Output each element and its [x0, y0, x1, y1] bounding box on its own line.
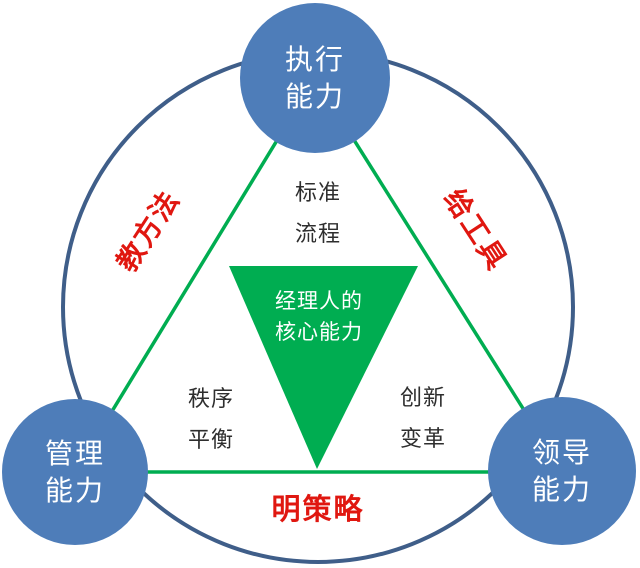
inner-label-process: 流程 [294, 221, 342, 246]
node-leadership-capability: 领导 能力 [488, 397, 636, 545]
inner-label-standard: 标准 [294, 180, 342, 205]
inner-label-order: 秩序 [187, 386, 235, 411]
core-inverted-triangle [229, 266, 418, 469]
inner-label-innovation-change: 创新 变革 [400, 377, 446, 459]
node-leadership-line2: 能力 [531, 474, 592, 505]
inner-label-innovation: 创新 [399, 385, 447, 410]
node-management-line2: 能力 [44, 475, 105, 506]
triangle-edge-left [73, 77, 317, 473]
core-label-line1: 经理人的 [275, 290, 363, 313]
triangle-edge-right [313, 77, 565, 473]
inner-label-order-balance: 秩序 平衡 [188, 378, 234, 460]
node-execution-capability: 执行 能力 [240, 3, 390, 153]
node-management-line1: 管理 [44, 438, 105, 469]
edge-label-clarify-strategy: 明策略 [271, 494, 365, 526]
node-management-capability: 管理 能力 [2, 399, 148, 545]
inner-label-change: 变革 [399, 426, 447, 451]
core-triangle-label: 经理人的 核心能力 [275, 286, 363, 348]
inner-label-standard-process: 标准 流程 [295, 172, 341, 254]
core-label-line2: 核心能力 [275, 321, 363, 344]
inner-label-balance: 平衡 [187, 427, 235, 452]
node-leadership-line1: 领导 [531, 437, 592, 468]
node-execution-line1: 执行 [284, 44, 345, 75]
node-execution-line2: 能力 [284, 81, 345, 112]
